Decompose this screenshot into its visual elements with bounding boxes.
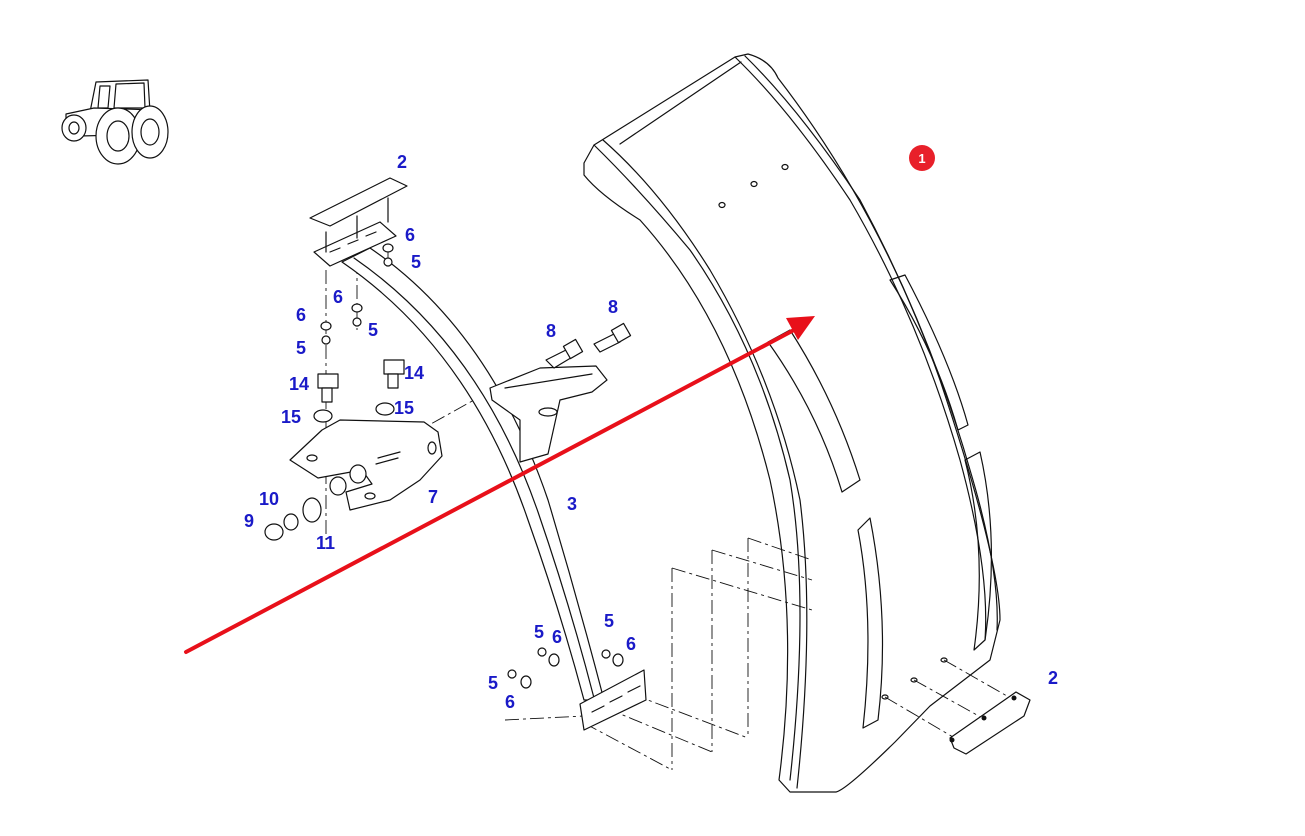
callout-2-bottom: 2	[1048, 668, 1058, 688]
callout-6-b: 6	[333, 287, 343, 307]
callout-6-c: 6	[296, 305, 306, 325]
callout-labels: 2 2 3 5 5 5 5 5 5 6 6 6 6 6 6 7 8 8 9 10…	[244, 152, 1058, 712]
callout-10: 10	[259, 489, 279, 509]
assembly-lines	[325, 245, 1015, 771]
callout-8-a: 8	[546, 321, 556, 341]
small-fasteners	[320, 243, 624, 689]
callout-6-d: 6	[552, 627, 562, 647]
item-1-badge[interactable]: 1	[909, 145, 935, 171]
fastener-stack-9-10-11	[264, 464, 367, 541]
callout-2-top: 2	[397, 152, 407, 172]
callout-5-e: 5	[604, 611, 614, 631]
callout-15-b: 15	[394, 398, 414, 418]
fender	[583, 53, 1001, 793]
bolt-8-a	[545, 338, 584, 369]
callout-5-d: 5	[534, 622, 544, 642]
bolt-8-b	[593, 322, 632, 353]
callout-7: 7	[428, 487, 438, 507]
bolt-14-b	[375, 359, 405, 416]
lower-stay-bracket	[579, 669, 647, 731]
bottom-bracket	[949, 691, 1031, 755]
callout-5-b: 5	[368, 320, 378, 340]
callout-3: 3	[567, 494, 577, 514]
callout-14-a: 14	[289, 374, 309, 394]
callout-5-a: 5	[411, 252, 421, 272]
callout-6-f: 6	[505, 692, 515, 712]
red-arrow-icon	[184, 316, 815, 654]
item-1-badge-label: 1	[918, 151, 925, 166]
callout-6-e: 6	[626, 634, 636, 654]
callout-5-c: 5	[296, 338, 306, 358]
callout-15-a: 15	[281, 407, 301, 427]
tractor-icon	[61, 79, 169, 165]
callout-8-b: 8	[608, 297, 618, 317]
top-bracket	[309, 177, 408, 267]
bolt-14-a	[313, 373, 339, 423]
callout-14-b: 14	[404, 363, 424, 383]
callout-9: 9	[244, 511, 254, 531]
callout-6-a: 6	[405, 225, 415, 245]
callout-5-f: 5	[488, 673, 498, 693]
callout-11: 11	[316, 533, 335, 553]
